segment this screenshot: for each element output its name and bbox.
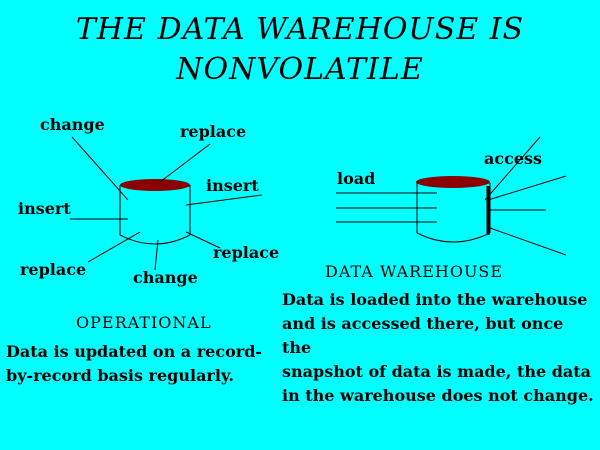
operational-description: Data is updated on a record- by-record b… xyxy=(6,340,278,388)
warehouse-cylinder xyxy=(416,176,491,243)
warehouse-description-line-2: and is accessed there, but once the xyxy=(282,314,564,357)
label-replace-top: replace xyxy=(180,122,247,141)
operational-lines xyxy=(70,136,263,271)
label-insert-left: insert xyxy=(18,199,71,218)
title-line-1: THE DATA WAREHOUSE IS xyxy=(75,12,525,47)
warehouse-description: Data is loaded into the warehouse and is… xyxy=(282,288,598,408)
warehouse-access-lines xyxy=(484,136,567,256)
label-change-bottom: change xyxy=(133,268,198,287)
operational-cylinder xyxy=(119,179,191,245)
operational-description-line-1: Data is updated on a record- xyxy=(6,342,263,361)
label-replace-right: replace xyxy=(213,243,280,262)
warehouse-caption: DATA WAREHOUSE xyxy=(325,262,504,281)
operational-cylinder-top xyxy=(120,179,190,191)
label-access: access xyxy=(484,149,543,168)
warehouse-description-line-1: Data is loaded into the warehouse xyxy=(282,290,588,309)
label-insert-right: insert xyxy=(206,176,259,195)
operational-caption: OPERATIONAL xyxy=(76,313,212,332)
label-change-top: change xyxy=(40,115,105,134)
warehouse-description-line-4: in the warehouse does not change. xyxy=(282,386,594,405)
label-load: load xyxy=(337,169,376,188)
label-replace-left: replace xyxy=(20,260,87,279)
warehouse-load-lines xyxy=(336,192,437,223)
warehouse-cylinder-top xyxy=(416,176,490,188)
warehouse-description-line-3: snapshot of data is made, the data xyxy=(282,362,592,381)
operational-description-line-2: by-record basis regularly. xyxy=(6,366,234,385)
title-line-2: NONVOLATILE xyxy=(176,52,424,87)
